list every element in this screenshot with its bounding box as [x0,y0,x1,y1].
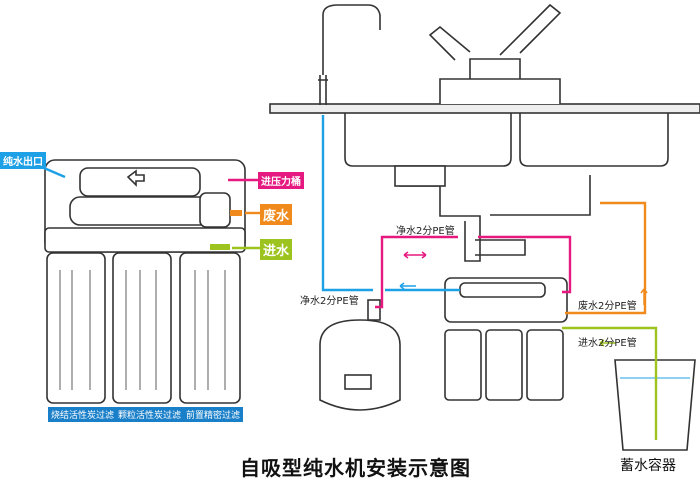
small-filter-1 [444,329,482,401]
sink-basin-1 [344,113,512,167]
membrane-housing [79,167,201,197]
filter-1 [46,252,106,404]
pure-pipe-top-label: 净水2分PE管 [396,226,455,237]
sink-basin-2 [519,113,669,167]
container-label: 蓄水容器 [620,458,676,474]
filter-label-2: 颗粒活性炭过滤 [115,407,185,422]
countertop [269,103,700,114]
inlet-pipe-label: 进水2分PE管 [578,338,637,349]
waste-pipe [565,201,647,315]
page-title: 自吸型纯水机安装示意图 [240,456,471,478]
small-filter-3 [526,329,564,401]
inlet-label: 进水 [260,239,293,260]
pure-outlet-label: 纯水出口 [0,152,46,169]
to-tank-label: 进压力桶 [258,172,304,189]
pure-pipe-left-label: 净水2分PE管 [300,296,359,307]
filter-label-3: 前置精密过滤 [183,407,244,422]
filter-label-1: 烧结活性炭过滤 [48,407,118,422]
water-container [614,359,696,451]
small-filter-2 [485,329,523,401]
mixer-faucet [428,3,562,104]
tank-pipe [375,235,572,309]
inlet-pipe [562,326,658,440]
pure-faucet [318,4,381,105]
filter-3 [179,252,241,404]
filter-2 [112,252,172,404]
pure-pipe [321,115,460,292]
waste-pipe-label: 废水2分PE管 [578,301,637,312]
pressure-tank [319,319,401,411]
waste-label: 废水 [260,204,293,225]
